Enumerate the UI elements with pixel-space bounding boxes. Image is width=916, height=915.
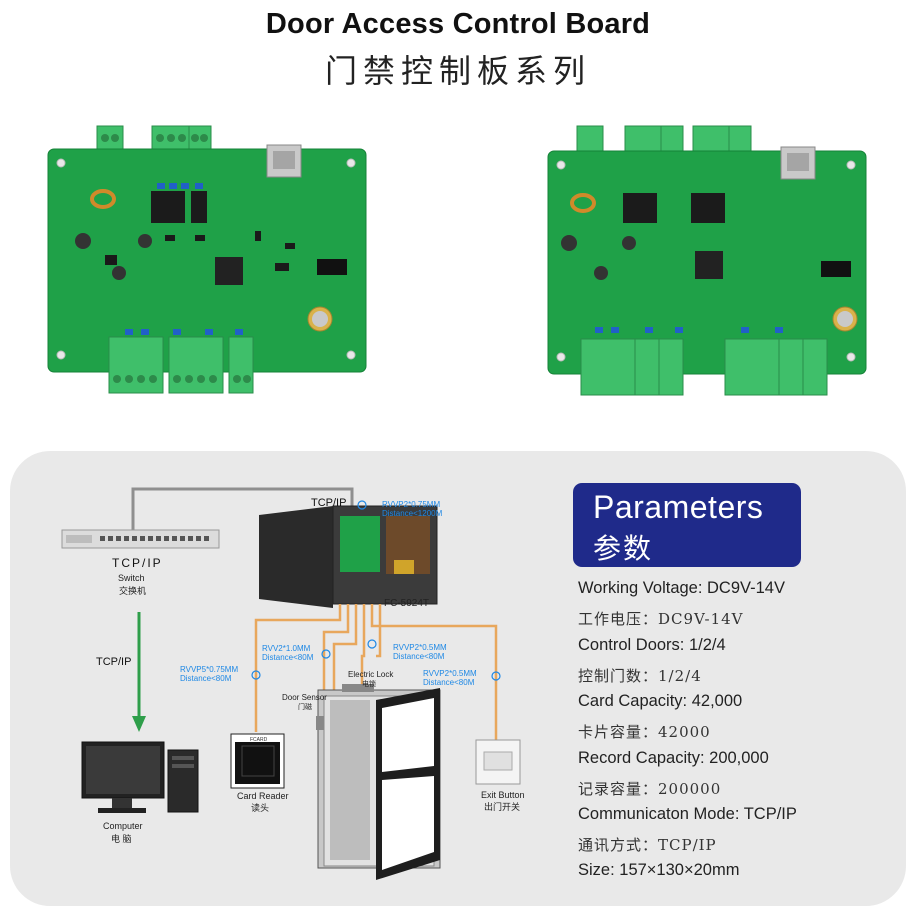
- cable-markers: [251, 500, 501, 681]
- control-board-image-left: [47, 125, 367, 394]
- param-doors-zh: 控制门数：1/2/4: [578, 667, 702, 685]
- switch-label-zh: 交换机: [119, 586, 147, 596]
- param-card-capacity-zh: 卡片容量：42000: [578, 723, 711, 741]
- computer-label: Computer: [103, 821, 143, 831]
- switch-tcp-label: TCP/IP: [112, 556, 163, 570]
- tcp-label-left: TCP/IP: [96, 656, 132, 668]
- bottom-terminal-blocks: [108, 336, 254, 394]
- reader-brand: FCARD: [250, 737, 268, 743]
- switch-label: Switch: [118, 573, 145, 583]
- card-reader-label: Card Reader: [237, 791, 289, 801]
- computer-icon: [81, 741, 199, 813]
- card-reader-label-zh: 读头: [251, 803, 270, 813]
- door-icon: [316, 684, 441, 880]
- param-size: Size: 157×130×20mm: [578, 861, 740, 879]
- param-communication: Communicaton Mode: TCP/IP: [578, 805, 797, 823]
- param-record-capacity: Record Capacity: 200,000: [578, 749, 769, 767]
- computer-label-zh: 电 脑: [111, 834, 132, 844]
- door-sensor-label-zh: 门磁: [298, 704, 312, 711]
- param-voltage-zh: 工作电压：DC9V-14V: [578, 610, 744, 628]
- control-board-image-right: [547, 125, 867, 396]
- door-sensor-label: Door Sensor: [282, 693, 327, 702]
- parameters-title-zh: 参数: [593, 532, 654, 565]
- switch-device: [61, 529, 220, 549]
- tcp-label-top: TCP/IP: [311, 497, 347, 509]
- electric-lock-label: Electric Lock: [348, 670, 394, 679]
- page-title: Door Access Control Board: [265, 8, 651, 40]
- param-card-capacity: Card Capacity: 42,000: [578, 692, 743, 710]
- controller-cabinet: [259, 505, 438, 608]
- electric-lock-label-zh: 电锁: [362, 681, 376, 688]
- param-record-capacity-zh: 记录容量：200000: [578, 780, 722, 798]
- page-subtitle: 门禁控制板系列: [324, 52, 591, 90]
- exit-button-icon: [475, 739, 521, 785]
- controller-model: FC-5924T: [384, 598, 430, 609]
- card-reader-icon: [230, 733, 285, 789]
- parameters-title: Parameters: [593, 489, 764, 525]
- param-communication-zh: 通讯方式：TCP/IP: [578, 836, 717, 854]
- exit-button-label: Exit Button: [481, 790, 525, 800]
- param-doors: Control Doors: 1/2/4: [578, 636, 726, 654]
- arrow-down-icon: [132, 716, 146, 732]
- parameters-header: Parameters 参数: [573, 483, 801, 567]
- exit-button-label-zh: 出门开关: [484, 802, 521, 812]
- bottom-terminal-blocks: [580, 338, 828, 396]
- network-cable: [131, 487, 354, 532]
- param-voltage: Working Voltage: DC9V-14V: [578, 579, 785, 597]
